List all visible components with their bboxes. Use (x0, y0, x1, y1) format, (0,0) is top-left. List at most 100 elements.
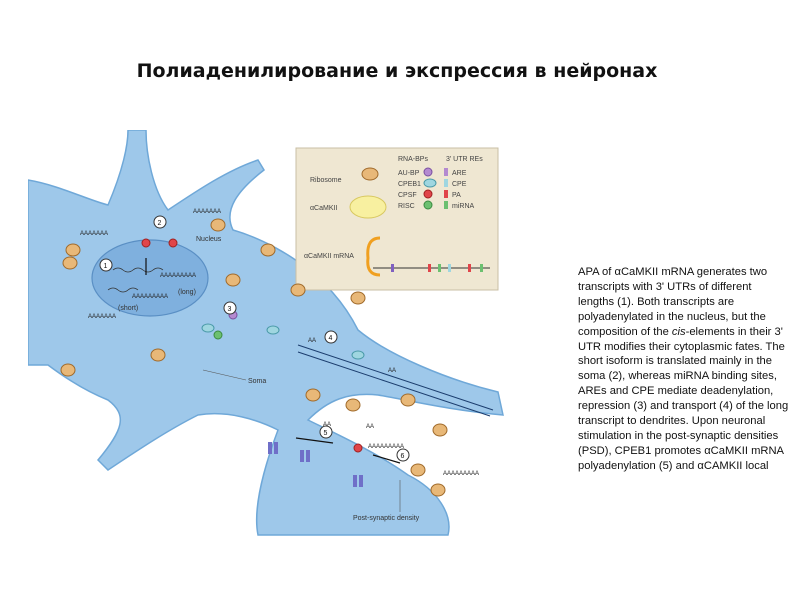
polya-mid: AAAAAAA (88, 314, 116, 320)
legend-mirna: miRNA (452, 203, 474, 210)
ribosome-icon (361, 167, 379, 181)
step-number: 5 (324, 430, 328, 437)
page-title: Полиаденилирование и экспрессия в нейрон… (136, 60, 658, 82)
polya-left: AAAAAAA (80, 231, 108, 237)
mrna-element-icon (480, 264, 483, 272)
mrna-element-icon (448, 264, 451, 272)
legend-au-bp: AU-BP (398, 170, 420, 177)
aa-label: AA (366, 424, 374, 430)
polya-short: AAAAAAAAA (132, 294, 168, 300)
legend-camkii-mrna: αCaMKII mRNA (304, 253, 354, 260)
cpeb1 (351, 350, 365, 360)
cpsf (168, 238, 178, 248)
pa-icon (444, 190, 448, 198)
mrna-bracket-icon (366, 236, 381, 277)
legend-cpsf: CPSF (398, 192, 417, 199)
nucleus-label: Nucleus (196, 236, 222, 243)
cpe-icon (444, 179, 448, 187)
au-bp-icon (423, 167, 433, 177)
microtubule-line (297, 351, 491, 417)
step-marker-2 (153, 215, 167, 229)
legend-camkii: αCaMKII (310, 205, 337, 212)
legend-cpe: CPE (452, 181, 467, 188)
ribosome (62, 256, 78, 270)
neuron-cell-body (28, 130, 504, 536)
soma-label: Soma (248, 378, 266, 385)
polya-long: AAAAAAAAA (160, 273, 196, 279)
aa-label: AA (388, 368, 396, 374)
mirna-icon (444, 201, 448, 209)
receptor (274, 442, 278, 454)
mrna-element-icon (438, 264, 441, 272)
legend-cpeb1: CPEB1 (398, 181, 421, 188)
psd-label: Post-synaptic density (353, 515, 420, 522)
ribosome (345, 398, 361, 412)
receptor (353, 475, 357, 487)
soma-pointer (202, 369, 247, 381)
cpsf (353, 443, 363, 453)
neuron-diagram: Nucleus (long) (short) Soma Post-synapti… (28, 130, 504, 536)
risc (213, 330, 223, 340)
step-arrow (295, 437, 334, 444)
receptor (300, 450, 304, 462)
step-marker-6 (396, 448, 410, 462)
cpeb1 (201, 323, 215, 333)
receptor (359, 475, 363, 487)
ribosome (60, 363, 76, 377)
figure-caption: APA of αCaMKII mRNA generates two transc… (578, 265, 790, 474)
short-label: (short) (118, 305, 138, 312)
step-number: 6 (401, 453, 405, 460)
ribosome (350, 291, 366, 305)
polya-psd2: AAAAAAAAA (443, 471, 479, 477)
ribosome (210, 218, 226, 232)
step-number: 4 (329, 335, 333, 342)
mrna-strand (107, 287, 139, 293)
ribosome (400, 393, 416, 407)
legend-header-utr-res: 3' UTR REs (446, 156, 483, 163)
step-marker-3 (223, 301, 237, 315)
long-label: (long) (178, 289, 196, 296)
legend-ribosome: Ribosome (310, 177, 342, 184)
legend-risc: RISC (398, 203, 415, 210)
step-marker-5 (319, 425, 333, 439)
ribosome (432, 423, 448, 437)
ribosome (260, 243, 276, 257)
ribosome (150, 348, 166, 362)
aa-label: AA (323, 422, 331, 428)
cpsf (141, 238, 151, 248)
step-marker-4 (324, 330, 338, 344)
risc-icon (423, 200, 433, 210)
legend-header-rna-bps: RNA-BPs (398, 156, 428, 163)
camkii-icon (349, 195, 387, 219)
mrna-element-icon (468, 264, 471, 272)
caption-text-part1: APA of αCaMKII mRNA generates two transc… (578, 266, 768, 338)
ribosome (410, 463, 426, 477)
cpsf-icon (423, 189, 433, 199)
step-arrow (372, 454, 401, 464)
step-marker-1 (99, 258, 113, 272)
legend-pa: PA (452, 192, 461, 199)
step-number: 1 (104, 263, 108, 270)
legend-box (295, 147, 499, 291)
are-icon (444, 168, 448, 176)
mrna-strand (112, 267, 164, 273)
polya-top: AAAAAAA (193, 209, 221, 215)
ribosome (305, 388, 321, 402)
step-number: 2 (158, 220, 162, 227)
cpeb1-icon (423, 178, 437, 188)
polya-psd1: AAAAAAAAA (368, 444, 404, 450)
step-number: 3 (228, 306, 232, 313)
receptor (306, 450, 310, 462)
receptor (268, 442, 272, 454)
ribosome (290, 283, 306, 297)
mrna-element-icon (391, 264, 394, 272)
ribosome (430, 483, 446, 497)
ribosome (65, 243, 81, 257)
ribosome (225, 273, 241, 287)
caption-italic-cis: cis (671, 325, 686, 338)
legend-are: ARE (452, 170, 467, 177)
nucleus (91, 239, 209, 317)
cpeb1 (266, 325, 280, 335)
aa-label: AA (308, 338, 316, 344)
mrna-element-icon (428, 264, 431, 272)
